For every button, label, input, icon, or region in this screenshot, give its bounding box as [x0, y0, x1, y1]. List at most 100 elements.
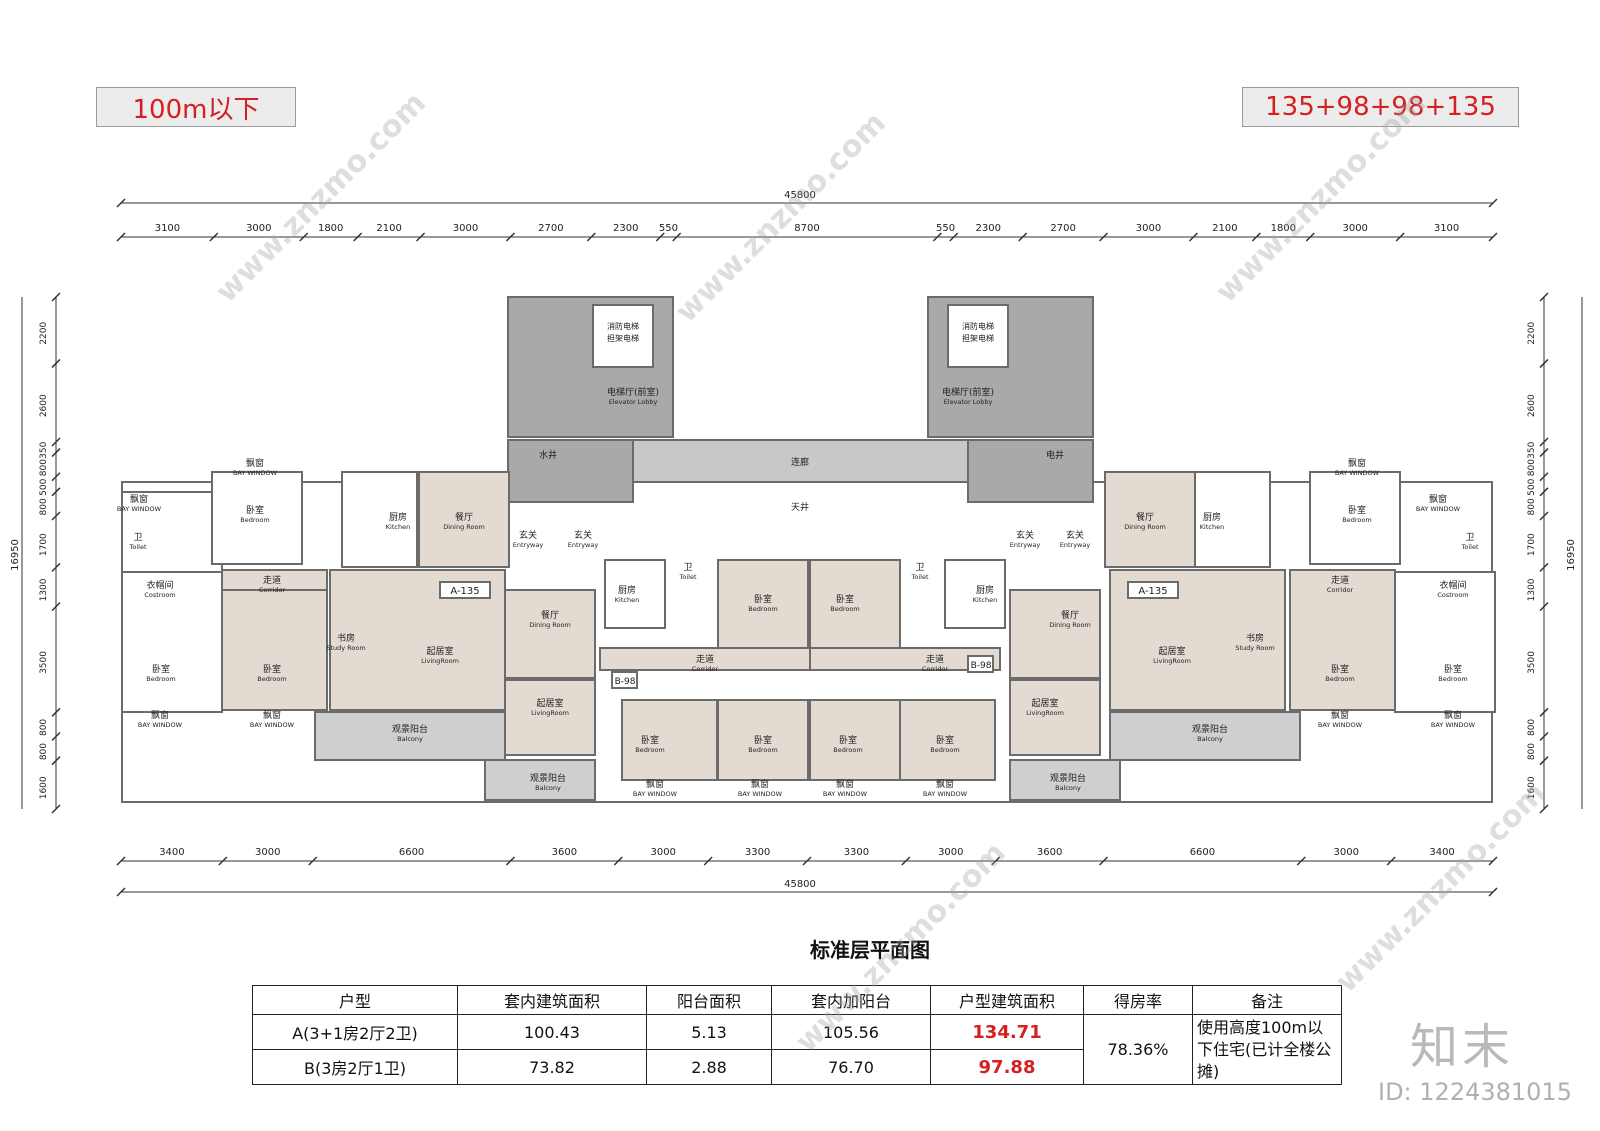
a-left-bay4-label-en: BAY WINDOW: [250, 721, 295, 729]
header-gross-area: 户型建筑面积: [930, 985, 1084, 1015]
a-right-bedroom1-label-en: Bedroom: [1342, 516, 1371, 524]
a-right-bay2-label-cn: 飘窗: [1429, 493, 1447, 505]
b-right-bay2-label-en: BAY WINDOW: [923, 790, 968, 798]
a-left-unit-label: A-135: [450, 586, 479, 597]
right-vtick: [1539, 472, 1549, 482]
left-vdim-label: 350: [39, 441, 49, 458]
header-balcony-area: 阳台面积: [646, 985, 772, 1015]
right-vtick: [1539, 487, 1549, 497]
left-vtick: [51, 472, 61, 482]
left-vdim-label: 2200: [39, 322, 49, 345]
a-left-kitchen-label-en: Kitchen: [386, 523, 410, 531]
a-right-kitchen: [1194, 471, 1271, 568]
b-left-bedroom1-label-en: Bedroom: [748, 605, 777, 613]
b-left-bedroom3-label-en: Bedroom: [748, 746, 777, 754]
elevator-lobby-left-cn: 电梯厅(前室): [607, 386, 659, 398]
b-right-bedroom3-label-en: Bedroom: [930, 746, 959, 754]
a-left-living-label-en: LivingRoom: [421, 657, 459, 665]
a-left-bedroom2-label-en: Bedroom: [146, 675, 175, 683]
left-vtick: [51, 602, 61, 612]
top-tick: [932, 232, 942, 242]
shaft-left: [507, 439, 634, 503]
b-right-dining-label-en: Dining Room: [1049, 621, 1091, 629]
bottom-tick: [1386, 856, 1396, 866]
a-left-dining-label-en: Dining Room: [443, 523, 485, 531]
balcony-area-b: 2.88: [646, 1049, 772, 1085]
efficiency-ratio: 78.36%: [1083, 1014, 1193, 1085]
b-right-corridor-label-en: Corridor: [922, 665, 949, 673]
a-right-bay3-label-en: BAY WINDOW: [1318, 721, 1363, 729]
a-left-cloak-label-en: Costroom: [144, 591, 175, 599]
a-left-bay2-label-cn: 飘窗: [130, 493, 148, 505]
watermark-logo: 知末: [1410, 1019, 1515, 1075]
left-vdim-label: 500: [39, 478, 49, 495]
a-left-bedroom1-label-en: Bedroom: [240, 516, 269, 524]
a-left-bay4-label-cn: 飘窗: [263, 709, 281, 721]
b-right-living: [1009, 679, 1101, 756]
top-tick: [655, 232, 665, 242]
link-corridor: [632, 439, 969, 483]
b-right-entry-label-en: Entryway: [1010, 541, 1041, 549]
top-dim-label: 2700: [1050, 223, 1075, 234]
a-right-entry-label-cn: 玄关: [1066, 529, 1084, 541]
a-left-bay1-label-cn: 飘窗: [246, 457, 264, 469]
a-right-bedroom1: [1309, 471, 1401, 565]
a-right-study-label-cn: 书房: [1246, 632, 1264, 644]
a-right-dining-label-cn: 餐厅: [1136, 511, 1154, 523]
top-dim-label: 550: [659, 223, 678, 234]
b-left-corridor-label-en: Corridor: [692, 665, 719, 673]
b-right-kitchen-label-en: Kitchen: [973, 596, 997, 604]
b-left-bedroom1: [717, 559, 809, 649]
a-right-unit-label: A-135: [1138, 586, 1167, 597]
top-tick: [672, 232, 682, 242]
a-left-dining-label-cn: 餐厅: [455, 511, 473, 523]
b-right-living-label-en: LivingRoom: [1026, 709, 1064, 717]
a-right-cloak-label-en: Costroom: [1437, 591, 1468, 599]
b-right-toilet-label-en: Toilet: [910, 573, 928, 581]
a-right-bedroom3-label-en: Bedroom: [1325, 675, 1354, 683]
a-right-bay1-label-en: BAY WINDOW: [1335, 469, 1380, 477]
top-dim-label: 2100: [376, 223, 401, 234]
right-vdim-label: 2200: [1527, 322, 1537, 345]
a-right-bay1-label-cn: 飘窗: [1348, 457, 1366, 469]
unit-type-b: B(3房2厅1卫): [252, 1049, 458, 1085]
a-left-bay1-label-en: BAY WINDOW: [233, 469, 278, 477]
a-left-bedroom3-label-cn: 卧室: [263, 663, 281, 675]
left-vtick: [51, 707, 61, 717]
a-left-cloak-label-cn: 衣帽间: [146, 579, 173, 591]
fire-elevator-right-label: 消防电梯: [962, 321, 994, 331]
b-left-entry-label-cn: 玄关: [574, 529, 592, 541]
a-left-balcony-label-en: Balcony: [397, 735, 423, 743]
bottom-tick: [1488, 856, 1498, 866]
inner-plus-b: 76.70: [771, 1049, 931, 1085]
b-right-unit-label: B-98: [971, 661, 992, 671]
right-vdim-label: 800: [1527, 459, 1537, 476]
a-right-living-label-en: LivingRoom: [1153, 657, 1191, 665]
a-right-unit-tag: [1127, 581, 1179, 599]
right-vdim-label: 800: [1527, 743, 1537, 760]
left-vtick: [51, 292, 61, 302]
b-right-bay2-label-cn: 飘窗: [936, 778, 954, 790]
bottom-dim-label: 3400: [159, 847, 184, 858]
bottom-dim-label: 3300: [844, 847, 869, 858]
bottom-tick: [703, 856, 713, 866]
height-tag: 100m以下: [96, 87, 296, 127]
b-left-bedroom3-label-cn: 卧室: [754, 734, 772, 746]
table-row: B(3房2厅1卫) 73.82 2.88 76.70 97.88: [252, 1049, 1342, 1085]
a-left-kitchen: [341, 471, 418, 568]
a-left-bedroom2: [121, 571, 223, 713]
b-left-bedroom1-label-cn: 卧室: [754, 593, 772, 605]
fire-elevator-right-label-3: 担架电梯: [962, 333, 994, 343]
b-right-balcony-label-en: Balcony: [1055, 784, 1081, 792]
b-right-dining-label-cn: 餐厅: [1061, 609, 1079, 621]
top-dim-label: 3000: [246, 223, 271, 234]
left-vdim-label: 1700: [39, 533, 49, 556]
b-left-balcony-label-cn: 观景阳台: [530, 772, 566, 784]
b-left-living-label-cn: 起居室: [536, 697, 563, 709]
a-left-entry-label-en: Entryway: [513, 541, 544, 549]
a-right-cloak-label-cn: 衣帽间: [1439, 579, 1466, 591]
a-left-bedroom1-label-cn: 卧室: [246, 504, 264, 516]
fire-elevator-left-label: 消防电梯: [607, 321, 639, 331]
left-vdim-label: 800: [39, 498, 49, 515]
a-left-kitchen-label-cn: 厨房: [389, 511, 407, 523]
